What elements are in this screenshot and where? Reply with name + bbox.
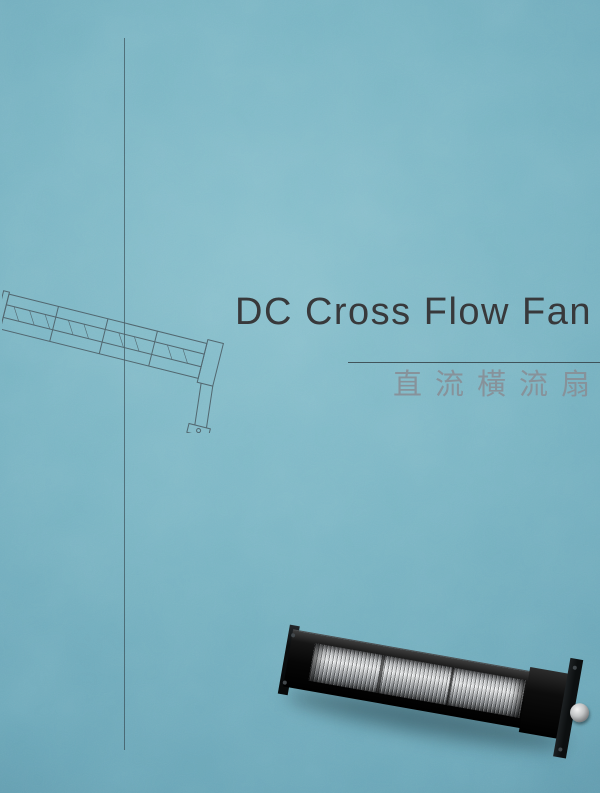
wireframe-shapes <box>2 290 225 433</box>
title-underline <box>348 362 600 363</box>
fan-wireframe-drawing <box>2 290 225 433</box>
page-title: DC Cross Flow Fan <box>235 291 592 333</box>
page-subtitle-chinese: 直流橫流扇 <box>392 369 600 401</box>
vertical-divider-line <box>124 38 125 750</box>
fan-product-photo <box>269 624 591 793</box>
